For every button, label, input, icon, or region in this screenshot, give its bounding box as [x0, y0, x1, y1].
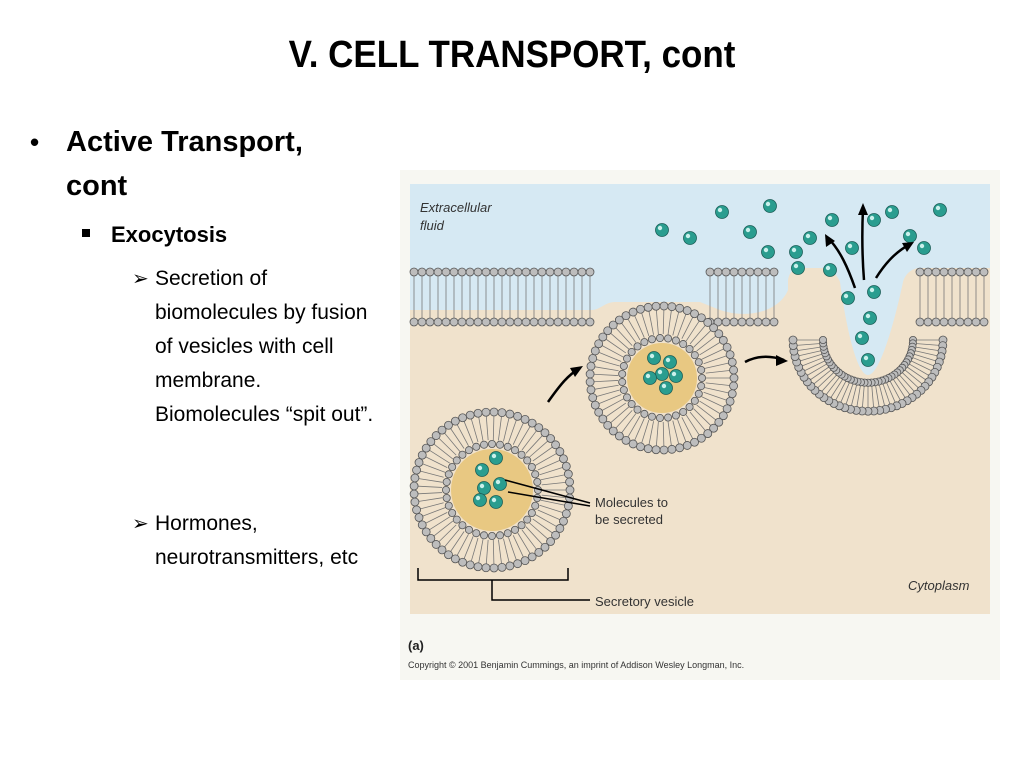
molecules: [473, 199, 947, 509]
item-text: Secretion of biomolecules by fusion of v…: [155, 267, 374, 426]
label-extracellular-2: fluid: [420, 218, 445, 233]
label-extracellular-1: Extracellular: [420, 200, 492, 215]
sub-bullet-text: Exocytosis: [111, 222, 228, 247]
copyright-text: Copyright © 2001 Benjamin Cummings, an i…: [408, 660, 744, 670]
vesicles: [409, 301, 948, 573]
item-text: Hormones, neurotransmitters, etc: [155, 512, 359, 569]
cell-membrane: [409, 267, 989, 327]
arrowheads: [570, 203, 914, 377]
bullet-dot-icon: •: [30, 127, 40, 157]
label-secretory-vesicle: Secretory vesicle: [595, 594, 694, 609]
bullet-text: Active Transport, cont: [66, 126, 303, 202]
leader-lines: [417, 479, 591, 601]
exocytosis-figure: Extracellular fluid Molecules to be secr…: [400, 170, 1000, 680]
slide-title: V. CELL TRANSPORT, cont: [288, 34, 736, 76]
square-bullet-icon: [82, 229, 90, 237]
label-molecules-2: be secreted: [595, 512, 663, 527]
extracellular-region: [410, 184, 990, 375]
label-molecules-1: Molecules to: [595, 495, 668, 510]
label-cytoplasm: Cytoplasm: [908, 578, 970, 593]
arrow-bullet-icon: ➢: [132, 513, 149, 535]
panel-label: (a): [408, 638, 424, 653]
exocytosis-diagram: Extracellular fluid Molecules to be secr…: [408, 184, 990, 670]
arrow-bullet-icon: ➢: [132, 268, 149, 290]
